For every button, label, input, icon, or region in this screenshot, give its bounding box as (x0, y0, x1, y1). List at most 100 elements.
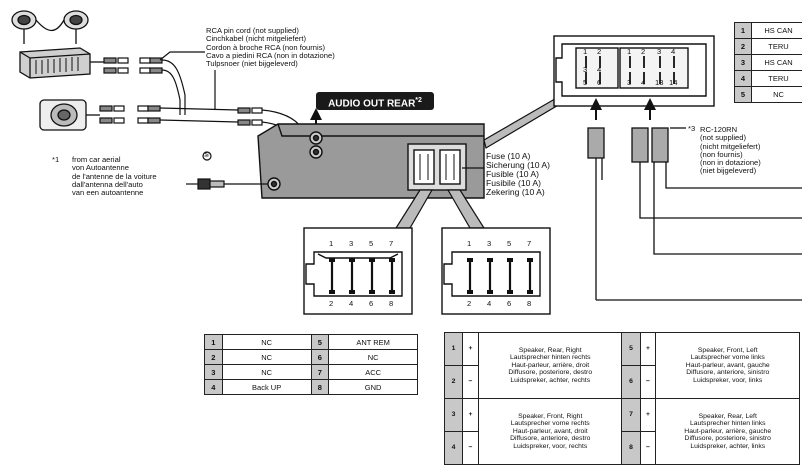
antenna-label-line: dall'antenna dell'auto (72, 179, 143, 189)
iso-pin: 5 (583, 78, 588, 87)
polarity-cell: − (639, 431, 657, 465)
function-cell: NC (751, 86, 802, 103)
pin-number: 3 (487, 239, 492, 248)
table-row: 4 − 8 − (443, 431, 800, 465)
pin-cell: 1 (204, 334, 223, 350)
circled-mark: ⑤ (203, 150, 210, 159)
desc-line: Luidspreker, achter, links (690, 442, 766, 450)
fuse-label-line: Zekering (10 A) (486, 187, 545, 197)
table-row: 3 + Speaker, Front, Right Lautsprecher v… (443, 398, 800, 465)
table-row: 3 NC 7 ACC (204, 364, 418, 380)
pin-number: 6 (507, 299, 512, 308)
subwoofer-icon (39, 99, 100, 131)
function-cell: NC (328, 349, 418, 365)
pin-cell: 8 (310, 379, 330, 395)
desc-line: Lautsprecher vorne rechts (510, 420, 590, 428)
function-cell: TERU (751, 70, 802, 87)
rc-plugs (587, 127, 802, 301)
pin-cell: 8 (621, 431, 641, 465)
table-row: 4 Back UP 8 GND (204, 379, 418, 395)
pin-number: 5 (507, 239, 512, 248)
desc-line: Diffusore, posteriore, sinistro (684, 435, 771, 443)
desc-line: Diffusore, posteriore, destro (508, 369, 593, 377)
desc-line: Lautsprecher hinten rechts (510, 354, 591, 362)
iso-pin: 2 (597, 47, 602, 56)
pin-number: 8 (389, 299, 394, 308)
pin-cell: 5 (621, 332, 641, 366)
rc-label-line: (niet bijgeleverd) (700, 166, 757, 176)
rca-plug-icons (99, 57, 263, 126)
pin-cell: 1 (734, 22, 752, 39)
function-cell: NC (221, 364, 312, 380)
speaker-desc-cell: Speaker, Front, Right Lautsprecher vorne… (477, 398, 623, 465)
rca-label-line: Cavo a piedini RCA (non in dotazione) (206, 50, 335, 60)
pin-number: 3 (349, 239, 354, 248)
iso-pin: 4 (597, 65, 602, 74)
iso-connector (553, 35, 715, 107)
speaker-desc-cell: Speaker, Front, Left Lautsprecher vorne … (655, 332, 800, 399)
desc-line: Haut-parleur, avant, gauche (685, 361, 770, 369)
desc-line: Haut-parleur, arrière, gauche (684, 427, 772, 435)
iso-pin: 4 (641, 78, 646, 87)
antenna-plug-icon (186, 151, 268, 190)
rc-label-line: RC-120RN (700, 125, 738, 134)
polarity-cell: + (639, 332, 657, 366)
pin-cell: 3 (204, 364, 223, 380)
polarity-cell: − (639, 365, 657, 399)
pin-cell: 7 (621, 398, 641, 432)
pin-number: 7 (527, 239, 532, 248)
rc-note-mark: *3 (688, 124, 696, 133)
desc-line: Lautsprecher hinten links (689, 420, 766, 428)
speaker-desc-cell: Speaker, Rear, Left Lautsprecher hinten … (655, 398, 800, 465)
audio-out-label: AUDIO OUT REAR (328, 98, 416, 110)
rc-label-line: (nicht mitgeliefert) (700, 141, 761, 151)
pin-cell: 5 (734, 86, 752, 103)
rc-label-line: (non fournis) (700, 149, 743, 159)
function-cell: NC (221, 349, 312, 365)
fuse-label-line: Sicherung (10 A) (486, 160, 551, 170)
iso-pin: 6 (597, 78, 602, 87)
rc-label-line: (not supplied) (700, 133, 747, 143)
pin-number: 4 (349, 299, 354, 308)
pin-number: 7 (389, 239, 394, 248)
desc-line: Speaker, Front, Right (518, 412, 583, 420)
rc-label-line: (non in dotazione) (700, 158, 761, 168)
pin-number: 1 (329, 239, 334, 248)
iso-pin: 1 (583, 47, 588, 56)
pin-number: 2 (467, 299, 472, 308)
power-pin-table: 1 NC 5 ANT REM 2 NC 6 NC 3 NC 7 ACC 4 Ba… (204, 334, 418, 395)
iso-pin: 3 (627, 78, 632, 87)
pin-cell: 2 (204, 349, 223, 365)
rc-label: RC-120RN (not supplied) (nicht mitgelief… (700, 125, 761, 176)
fuse-label-line: Fusibile (10 A) (486, 178, 541, 188)
antenna-label-line: von Autoantenne (72, 163, 130, 173)
rca-label-line: Cordon à broche RCA (non fournis) (206, 42, 326, 52)
pin-cell: 4 (443, 431, 464, 465)
desc-line: Speaker, Rear, Right (518, 346, 582, 354)
pin-cell: 2 (443, 365, 464, 399)
iso-pin: 3 (657, 47, 662, 56)
pin-cell: 2 (734, 38, 752, 55)
pin-cell: 6 (621, 365, 641, 399)
desc-line: Speaker, Rear, Left (698, 412, 757, 420)
rca-label-line: RCA pin cord (not supplied) (206, 26, 299, 35)
pin-cell: 3 (734, 54, 752, 71)
function-cell: Back UP (221, 379, 312, 395)
desc-line: Diffusore, anteriore, destro (510, 435, 591, 443)
antenna-label-line: from car aerial (72, 155, 121, 164)
iso-pin: 3 (583, 65, 588, 74)
polarity-cell: + (462, 332, 479, 366)
antenna-label-line: van een autoantenne (72, 188, 144, 198)
iso-pin: 13 (655, 78, 664, 87)
function-cell: NC (221, 334, 312, 350)
speaker-pin-table: 1 + Speaker, Rear, Right Lautsprecher hi… (443, 332, 800, 465)
pin-number: 8 (527, 299, 532, 308)
iso-pin: 1 (627, 47, 632, 56)
pin-number: 5 (369, 239, 374, 248)
